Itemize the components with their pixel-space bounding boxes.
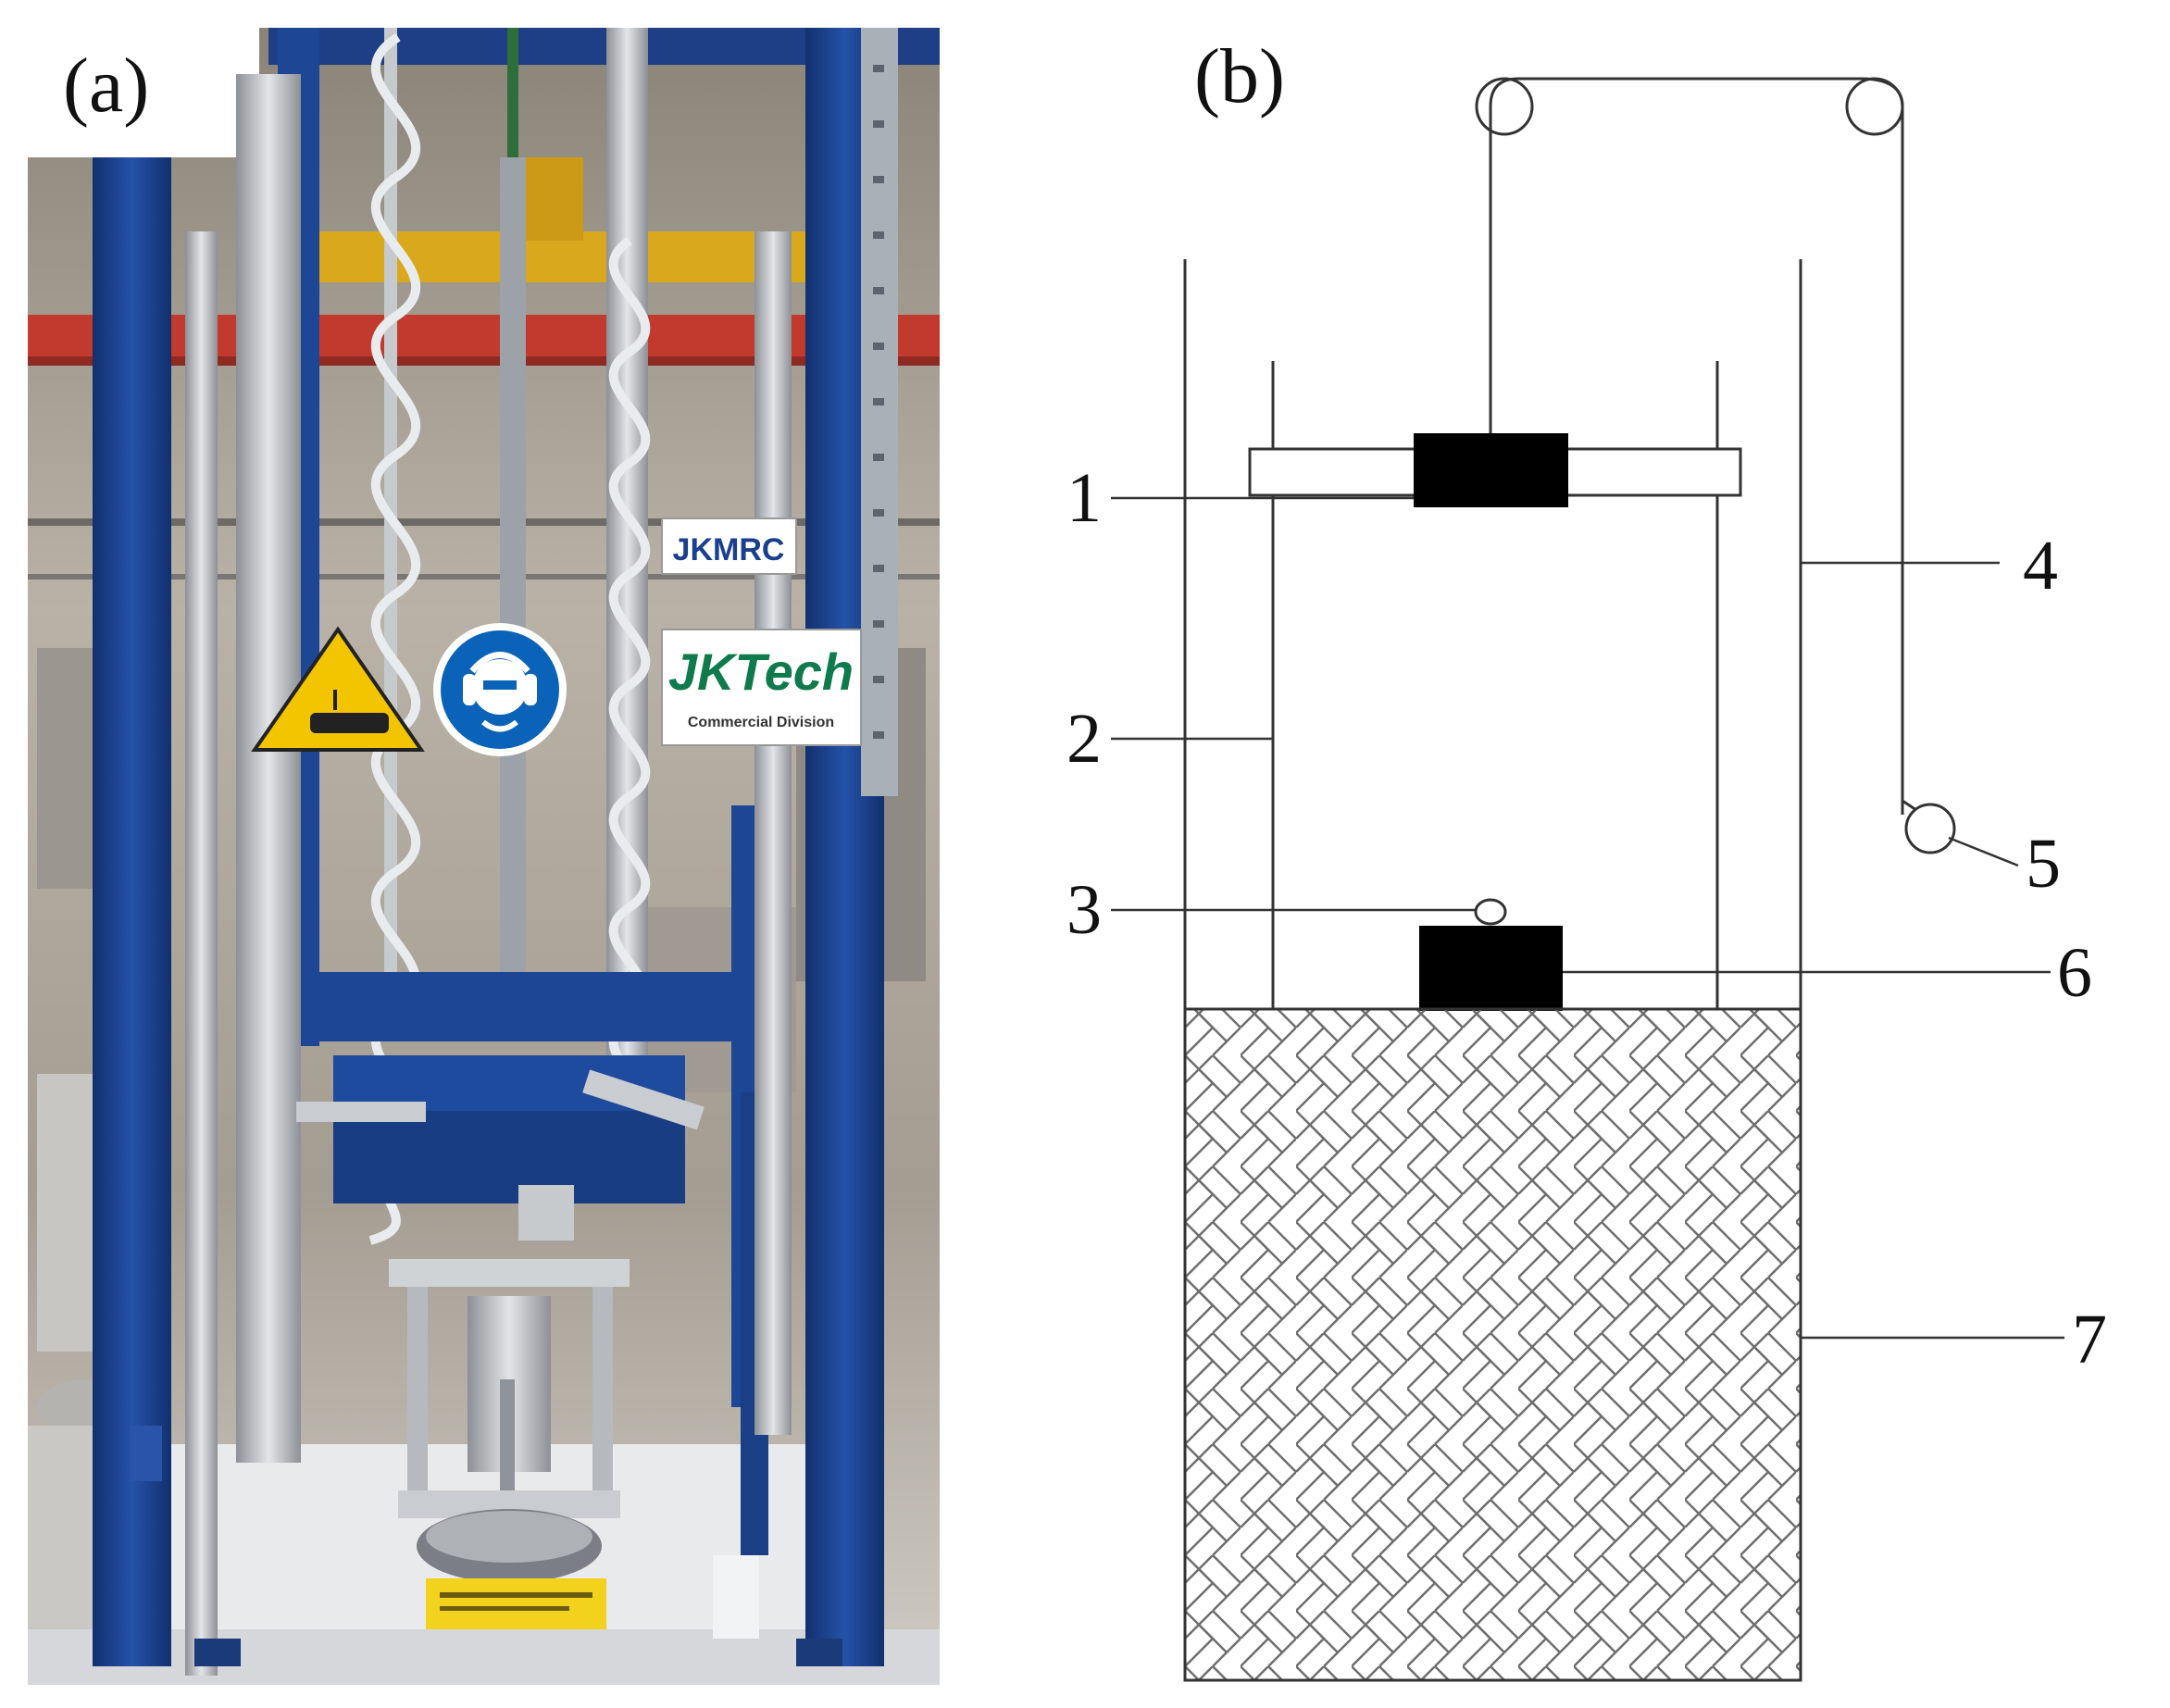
warning-sign-icon [251, 626, 425, 752]
callout-3: 3 [1066, 871, 1102, 949]
jkmrc-sign-text: JKMRC [673, 532, 785, 567]
ear-protection-icon [433, 623, 567, 756]
jkmrc-sign: JKMRC [661, 517, 797, 575]
panel-a-label: (a) [63, 43, 149, 129]
drop-weight-block [1414, 433, 1568, 507]
callout-5: 5 [2026, 825, 2061, 903]
top-pulley-left [1475, 77, 1534, 136]
jktech-sign-main: JKTech [668, 642, 854, 701]
jktech-sign: JKTech Commercial Division [661, 629, 862, 746]
drop-weight-tester-photo: JKMRC JKTech Commercial Division (a) [28, 28, 940, 1685]
callout-4: 4 [2023, 527, 2058, 605]
panel-a-photo: JKMRC JKTech Commercial Division (a) [0, 0, 963, 1703]
callout-1: 1 [1066, 459, 1102, 537]
release-handle [1904, 803, 1956, 854]
callout-2: 2 [1066, 700, 1102, 778]
panel-b-schematic: (b) [963, 0, 2170, 1703]
rope [1489, 77, 1904, 815]
concrete-foundation [1183, 1007, 1802, 1682]
panel-b-label: (b) [1194, 33, 1285, 119]
anvil-block [1419, 926, 1563, 1011]
callout-7: 7 [2072, 1301, 2107, 1378]
callout-6: 6 [2057, 934, 2092, 1012]
rock-specimen [1474, 898, 1507, 926]
jktech-sign-sub: Commercial Division [688, 715, 834, 730]
leader-line-5 [1948, 836, 2019, 867]
drop-weight-schematic: (b) [1066, 33, 2107, 1682]
